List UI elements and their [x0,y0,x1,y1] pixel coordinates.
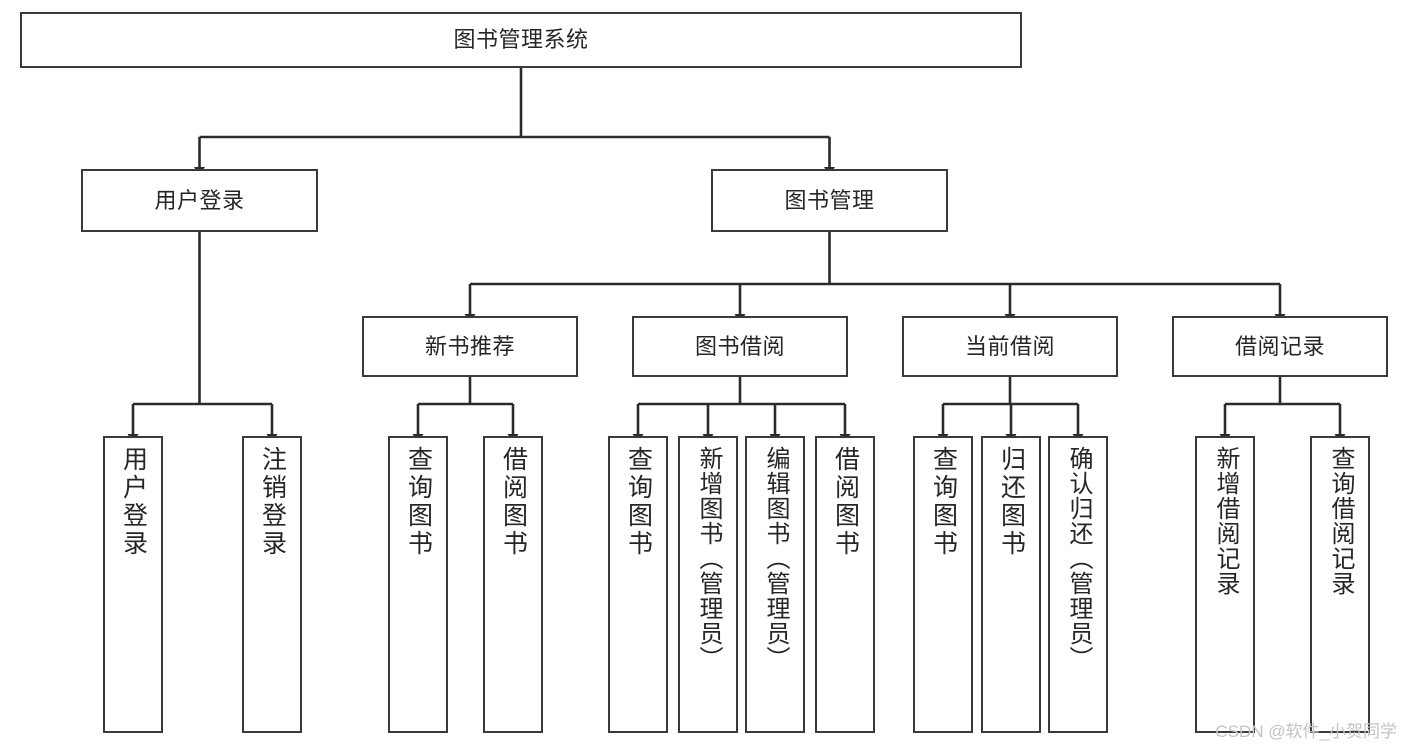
node-label: 编辑图书（管理员） [762,446,789,671]
node-label: 确认归还（管理员） [1065,446,1092,671]
node-label: 当前借阅 [964,333,1055,359]
node-leaf-query-book-2[interactable]: 查询图书 [608,436,668,733]
node-label: 查询图书 [404,446,433,558]
node-root[interactable]: 图书管理系统 [20,12,1022,68]
node-label: 新书推荐 [424,333,515,359]
node-book-manage[interactable]: 图书管理 [711,169,948,232]
node-label: 用户登录 [119,446,148,558]
node-leaf-edit-book[interactable]: 编辑图书（管理员） [745,436,805,733]
watermark-text: CSDN @软件_小贺同学 [1215,722,1397,741]
node-label: 图书管理系统 [453,27,589,53]
node-leaf-user-login[interactable]: 用户登录 [103,436,163,733]
node-label: 查询借阅记录 [1327,446,1354,596]
node-leaf-confirm-return[interactable]: 确认归还（管理员） [1048,436,1108,733]
node-label: 查询图书 [929,446,958,558]
node-leaf-borrow-book-1[interactable]: 借阅图书 [483,436,543,733]
node-label: 用户登录 [154,187,245,213]
node-label: 查询图书 [624,446,653,558]
node-label: 借阅记录 [1234,333,1325,359]
node-label: 新增图书（管理员） [695,446,722,671]
node-user-login[interactable]: 用户登录 [81,169,318,232]
node-label: 归还图书 [997,446,1026,558]
node-label: 新增借阅记录 [1212,446,1239,596]
node-borrow-record[interactable]: 借阅记录 [1172,316,1388,377]
node-leaf-query-book-1[interactable]: 查询图书 [388,436,448,733]
node-label: 注销登录 [258,446,287,558]
node-leaf-return-book[interactable]: 归还图书 [981,436,1041,733]
node-label: 图书借阅 [694,333,785,359]
node-leaf-query-book-3[interactable]: 查询图书 [913,436,973,733]
node-label: 借阅图书 [831,446,860,558]
node-current-borrow[interactable]: 当前借阅 [902,316,1118,377]
node-new-book-recommend[interactable]: 新书推荐 [362,316,578,377]
node-leaf-add-record[interactable]: 新增借阅记录 [1195,436,1255,733]
node-leaf-logout[interactable]: 注销登录 [242,436,302,733]
node-leaf-query-record[interactable]: 查询借阅记录 [1310,436,1370,733]
node-book-borrow[interactable]: 图书借阅 [632,316,848,377]
node-label: 借阅图书 [499,446,528,558]
node-leaf-borrow-book-2[interactable]: 借阅图书 [815,436,875,733]
node-label: 图书管理 [784,187,875,213]
node-leaf-add-book[interactable]: 新增图书（管理员） [678,436,738,733]
